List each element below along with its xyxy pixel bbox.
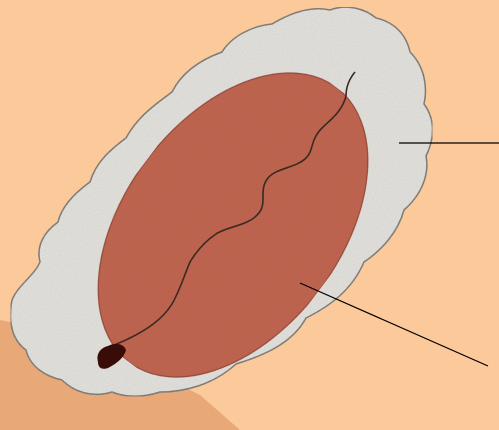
leader-line-inner-body bbox=[300, 283, 488, 366]
